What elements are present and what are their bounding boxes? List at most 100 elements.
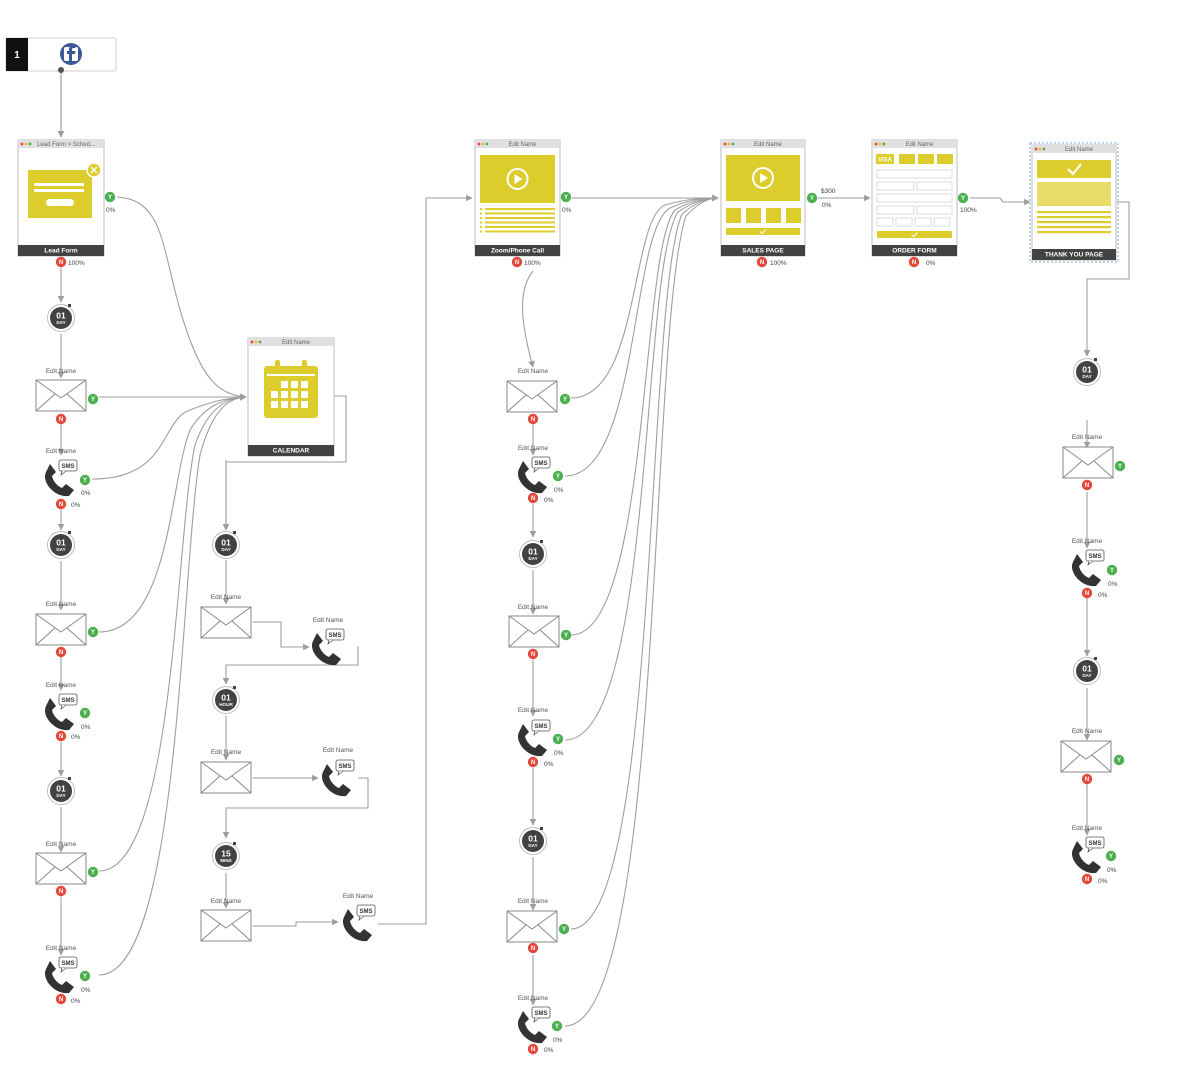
badge-y[interactable]: Y — [79, 970, 91, 982]
stat-percent: 0% — [554, 487, 564, 494]
badge-letter: Y — [562, 927, 566, 933]
badge-n[interactable]: N — [527, 756, 539, 768]
badge-y[interactable]: Y — [560, 629, 572, 641]
sms-phone-icon[interactable]: SMS — [1071, 549, 1105, 587]
badge-n[interactable]: N — [55, 646, 67, 658]
email-icon[interactable] — [35, 613, 87, 646]
badge-y[interactable]: Y — [1114, 460, 1126, 472]
badge-y[interactable]: Y — [552, 470, 564, 482]
badge-n[interactable]: N — [55, 993, 67, 1005]
stat-percent: 0% — [71, 998, 81, 1005]
sms-phone-icon[interactable]: SMS — [44, 956, 78, 994]
badge-letter: N — [531, 760, 535, 766]
badge-n[interactable]: N — [527, 1043, 539, 1055]
badge-n[interactable]: N — [1081, 773, 1093, 785]
email-icon[interactable] — [1062, 446, 1114, 479]
page-title: Edit Name — [1065, 147, 1094, 153]
trigger-facebook-node[interactable]: 1 — [5, 37, 117, 73]
badge-n[interactable]: N — [908, 256, 920, 268]
badge-y[interactable]: Y — [551, 1020, 563, 1032]
email-icon[interactable] — [200, 909, 252, 942]
badge-letter: Y — [1118, 464, 1122, 470]
stat-percent: 0% — [1108, 581, 1118, 588]
sms-phone-icon[interactable]: SMS — [311, 628, 345, 666]
badge-y[interactable]: Y — [552, 733, 564, 745]
badge-y[interactable]: Y — [957, 192, 969, 204]
email-icon[interactable] — [508, 615, 560, 648]
badge-n[interactable]: N — [756, 256, 768, 268]
badge-y[interactable]: Y — [79, 474, 91, 486]
sms-label: SMS — [61, 464, 74, 470]
badge-y[interactable]: Y — [87, 866, 99, 878]
sms-phone-icon[interactable]: SMS — [321, 759, 355, 797]
badge-n[interactable]: N — [55, 256, 67, 268]
badge-n[interactable]: N — [527, 648, 539, 660]
badge-n[interactable]: N — [1081, 873, 1093, 885]
badge-n[interactable]: N — [527, 942, 539, 954]
page-node-lead-form[interactable]: Lead Form > Sched...Lead Form — [17, 139, 105, 257]
badge-y[interactable]: Y — [1105, 850, 1117, 862]
badge-y[interactable]: Y — [806, 192, 818, 204]
badge-y[interactable]: Y — [87, 393, 99, 405]
badge-n[interactable]: N — [511, 256, 523, 268]
email-icon[interactable] — [506, 380, 558, 413]
sms-phone-icon[interactable]: SMS — [44, 459, 78, 497]
node-label: Edit Name — [313, 617, 344, 624]
badge-n[interactable]: N — [55, 413, 67, 425]
badge-y[interactable]: Y — [560, 191, 572, 203]
email-icon[interactable] — [506, 910, 558, 943]
email-icon[interactable] — [35, 852, 87, 885]
email-icon[interactable] — [200, 606, 252, 639]
email-icon[interactable] — [200, 761, 252, 794]
badge-n[interactable]: N — [1081, 587, 1093, 599]
badge-y[interactable]: Y — [87, 626, 99, 638]
connector-curve — [98, 394, 247, 872]
badge-y[interactable]: Y — [559, 393, 571, 405]
stat-percent: 100% — [524, 260, 541, 267]
connector-curve — [222, 395, 347, 531]
badge-y[interactable]: Y — [1113, 754, 1125, 766]
badge-letter: N — [1085, 777, 1089, 783]
badge-n[interactable]: N — [1081, 479, 1093, 491]
sms-phone-icon[interactable]: SMS — [342, 904, 376, 942]
badge-n[interactable]: N — [55, 498, 67, 510]
badge-y[interactable]: Y — [104, 191, 116, 203]
email-icon[interactable] — [1060, 740, 1112, 773]
sms-label: SMS — [1088, 841, 1101, 847]
badge-n[interactable]: N — [55, 885, 67, 897]
sms-phone-icon[interactable]: SMS — [1071, 836, 1105, 874]
node-label: Edit Name — [343, 893, 374, 900]
sms-phone-icon[interactable]: SMS — [44, 693, 78, 731]
sms-phone-icon[interactable]: SMS — [517, 719, 551, 757]
badge-letter: N — [912, 260, 916, 266]
email-icon[interactable] — [35, 379, 87, 412]
badge-y[interactable]: Y — [558, 923, 570, 935]
badge-y[interactable]: Y — [79, 707, 91, 719]
badge-n[interactable]: N — [55, 730, 67, 742]
badge-n[interactable]: N — [527, 492, 539, 504]
connector-curve — [564, 194, 719, 741]
sms-phone-icon[interactable]: SMS — [517, 456, 551, 494]
timer-number: 01 — [1082, 365, 1092, 375]
badge-n[interactable]: N — [527, 413, 539, 425]
sms-phone-icon[interactable]: SMS — [517, 1006, 551, 1044]
selection-outline — [1029, 142, 1119, 263]
timer-unit: DAY — [1082, 374, 1091, 379]
badge-y[interactable]: Y — [1106, 564, 1118, 576]
